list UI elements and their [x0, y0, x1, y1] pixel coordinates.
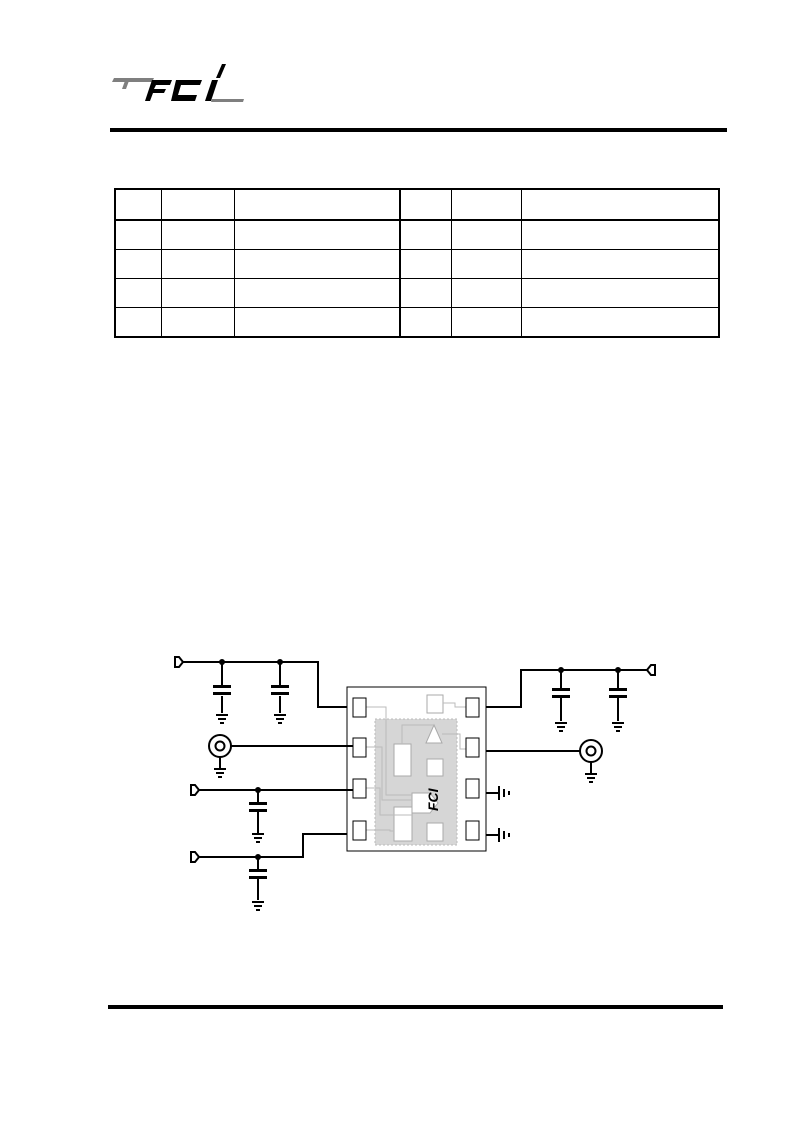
header-rule [110, 128, 727, 132]
ground-icon [584, 773, 598, 783]
table-cell [450, 188, 522, 221]
rf-input-connector [208, 734, 232, 758]
pin-7 [465, 737, 480, 758]
table-cell [160, 249, 235, 279]
table-cell [160, 219, 235, 250]
chip-logo: FCI [425, 787, 441, 811]
table-cell [450, 278, 522, 308]
capacitor [213, 685, 231, 695]
table-cell [520, 188, 720, 221]
pin-8 [465, 697, 480, 718]
table-row [114, 307, 720, 338]
ground-icon [486, 786, 510, 800]
table-cell [399, 188, 452, 221]
pin-1 [352, 697, 367, 718]
supply-terminal-2 [190, 784, 201, 796]
table-cell [114, 219, 162, 250]
table-cell [450, 219, 522, 250]
supply-terminal-3 [190, 851, 201, 863]
table-cell [520, 307, 720, 338]
pin-4 [352, 820, 367, 841]
table-cell [233, 219, 401, 250]
pin-table [114, 188, 720, 338]
company-logo [112, 64, 244, 102]
ground-icon [251, 833, 265, 843]
table-row [114, 219, 720, 250]
pin-5 [465, 820, 480, 841]
ground-icon [251, 901, 265, 911]
pin-3 [352, 778, 367, 799]
ground-icon [213, 768, 227, 778]
table-cell [450, 307, 522, 338]
application-schematic: FCI [174, 656, 656, 911]
ground-icon [486, 828, 510, 842]
table-cell [399, 278, 452, 308]
table-cell [233, 278, 401, 308]
rf-output-connector [579, 739, 603, 763]
table-cell [114, 307, 162, 338]
table-cell [160, 307, 235, 338]
table-cell [520, 278, 720, 308]
capacitor [552, 688, 570, 698]
pin-2 [352, 737, 367, 758]
table-cell [114, 278, 162, 308]
supply-terminal-4 [645, 664, 656, 676]
table-row [114, 249, 720, 279]
ground-icon [611, 722, 625, 732]
table-cell [520, 219, 720, 250]
table-cell [233, 249, 401, 279]
table-cell [114, 188, 162, 221]
table-cell [233, 307, 401, 338]
table-row [114, 278, 720, 308]
capacitor [271, 685, 289, 695]
footer-rule [108, 1005, 723, 1009]
table-cell [450, 249, 522, 279]
table-cell [114, 249, 162, 279]
table-cell [160, 188, 235, 221]
capacitor [609, 688, 627, 698]
ground-icon [215, 714, 229, 724]
table-cell [520, 249, 720, 279]
table-cell [233, 188, 401, 221]
table-row [114, 188, 720, 221]
capacitor [249, 869, 267, 879]
capacitor [249, 802, 267, 812]
table-cell [399, 249, 452, 279]
pin-6 [465, 778, 480, 799]
ground-icon [554, 722, 568, 732]
table-cell [399, 307, 452, 338]
table-cell [399, 219, 452, 250]
ground-icon [273, 714, 287, 724]
supply-terminal-1 [174, 656, 185, 668]
svg-text:FCI: FCI [425, 787, 441, 811]
table-cell [160, 278, 235, 308]
ic-die [374, 718, 458, 846]
